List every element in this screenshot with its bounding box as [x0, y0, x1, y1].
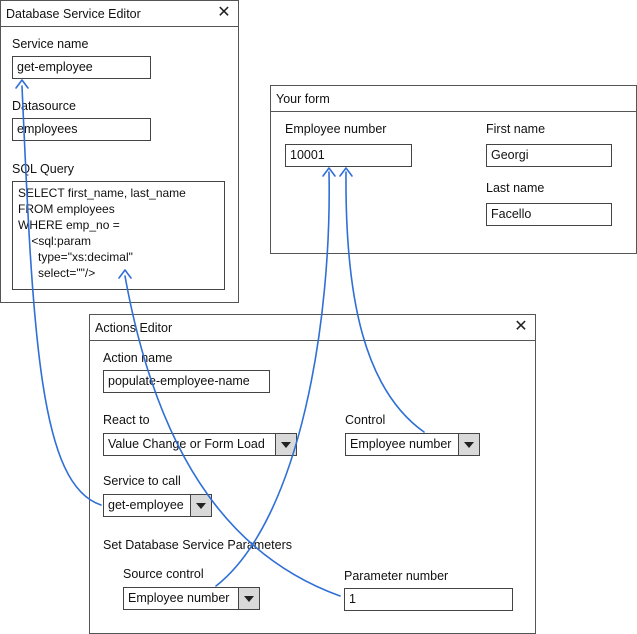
sql-line: FROM employees [18, 202, 115, 216]
close-icon[interactable]: ✕ [217, 4, 231, 21]
react-to-select[interactable]: Value Change or Form Load [103, 433, 297, 456]
set-parameters-heading: Set Database Service Parameters [103, 538, 292, 552]
sql-query-label: SQL Query [12, 162, 75, 176]
chevron-down-icon[interactable] [275, 434, 296, 455]
source-control-value: Employee number [128, 591, 230, 605]
source-control-label: Source control [123, 567, 204, 581]
employee-number-label: Employee number [285, 122, 387, 136]
datasource-label: Datasource [12, 99, 76, 113]
your-form-window: Your form Employee number 10001 First na… [270, 85, 637, 254]
source-control-select[interactable]: Employee number [123, 587, 260, 610]
chevron-down-icon[interactable] [190, 495, 211, 516]
parameter-number-input[interactable]: 1 [344, 588, 513, 611]
control-select[interactable]: Employee number [345, 433, 480, 456]
action-name-label: Action name [103, 351, 173, 365]
action-name-input[interactable]: populate-employee-name [103, 370, 270, 393]
chevron-down-icon[interactable] [238, 588, 259, 609]
window-title: Your form [276, 92, 330, 106]
window-title: Actions Editor [95, 321, 173, 335]
sql-line: type="xs:decimal" [18, 250, 133, 264]
control-value: Employee number [350, 437, 452, 451]
first-name-label: First name [486, 122, 546, 136]
close-icon[interactable]: ✕ [514, 318, 528, 335]
chevron-down-icon[interactable] [458, 434, 479, 455]
last-name-input[interactable]: Facello [486, 203, 612, 226]
your-form-titlebar: Your form [271, 86, 636, 112]
employee-number-input[interactable]: 10001 [285, 144, 412, 167]
react-to-value: Value Change or Form Load [108, 437, 265, 451]
sql-line: SELECT first_name, last_name [18, 186, 186, 200]
service-name-input[interactable]: get-employee [12, 56, 151, 79]
sql-line: select=""/> [18, 266, 96, 280]
actions-editor-window: Actions Editor ✕ Action name populate-em… [89, 314, 536, 634]
service-to-call-value: get-employee [108, 498, 184, 512]
sql-line: WHERE emp_no = [18, 218, 120, 232]
service-to-call-select[interactable]: get-employee [103, 494, 212, 517]
datasource-input[interactable]: employees [12, 118, 151, 141]
react-to-label: React to [103, 413, 150, 427]
service-name-label: Service name [12, 37, 89, 51]
sql-query-textarea[interactable]: SELECT first_name, last_name FROM employ… [12, 181, 225, 290]
last-name-label: Last name [486, 181, 545, 195]
service-to-call-label: Service to call [103, 474, 181, 488]
window-title: Database Service Editor [6, 7, 141, 21]
sql-line: <sql:param [18, 234, 92, 248]
actions-editor-titlebar[interactable]: Actions Editor ✕ [90, 315, 535, 341]
control-label: Control [345, 413, 386, 427]
first-name-input[interactable]: Georgi [486, 144, 612, 167]
database-service-editor-window: Database Service Editor ✕ Service name g… [0, 0, 239, 303]
database-service-editor-titlebar[interactable]: Database Service Editor ✕ [1, 1, 238, 27]
parameter-number-label: Parameter number [344, 569, 449, 583]
